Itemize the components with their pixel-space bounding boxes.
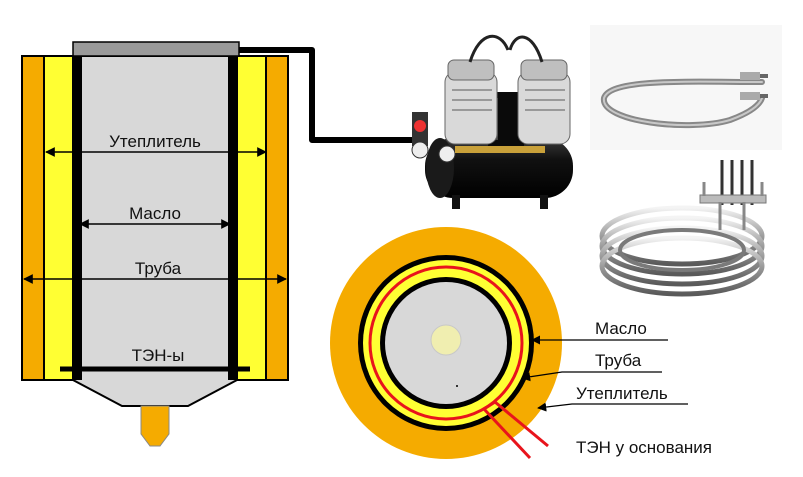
- leader-pipe: [521, 371, 662, 382]
- cross-core: [430, 324, 462, 356]
- label-insulation: Утеплитель: [109, 132, 201, 151]
- heater-lead-1: [494, 400, 549, 448]
- cross-label-heater: ТЭН у основания: [576, 438, 712, 457]
- cross-label-pipe: Труба: [595, 351, 642, 370]
- compressor-icon: [411, 34, 573, 209]
- drain-valve: [140, 405, 170, 447]
- leader-insulation: [537, 402, 688, 412]
- lid: [72, 41, 240, 57]
- cross-section: Масло Труба Утеплитель ТЭН у основания: [330, 227, 712, 460]
- spiral-heater-icon: [599, 160, 767, 297]
- tank-section: Утеплитель Масло Труба ТЭН-ы: [21, 41, 289, 447]
- cross-label-insulation: Утеплитель: [576, 384, 668, 403]
- label-heaters: ТЭН-ы: [132, 346, 185, 365]
- cross-label-oil: Масло: [595, 319, 647, 338]
- u-heater-icon: [590, 25, 782, 150]
- label-pipe: Труба: [135, 259, 182, 278]
- cross-heater-ring: [368, 265, 524, 421]
- air-hose: [239, 47, 418, 143]
- heater-lead-2: [482, 407, 532, 460]
- label-oil: Масло: [129, 204, 181, 223]
